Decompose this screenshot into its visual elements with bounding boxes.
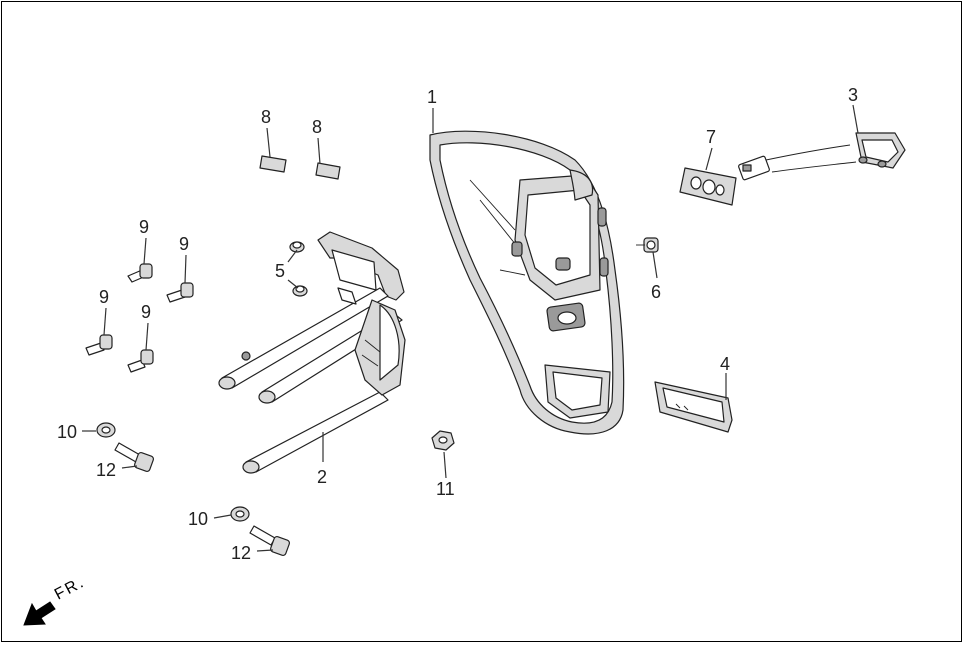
callout-5: 5 (275, 261, 285, 281)
callout-10a: 10 (57, 422, 77, 442)
callout-8a: 8 (261, 107, 271, 127)
callout-6: 6 (651, 282, 661, 302)
bolt-9c (85, 334, 113, 356)
carrier-bracket-part (218, 231, 406, 474)
callout-9d: 9 (141, 302, 151, 322)
callout-12b: 12 (231, 543, 251, 563)
callout-4: 4 (720, 354, 730, 374)
pad-parts (259, 155, 341, 180)
callout-9c: 9 (99, 287, 109, 307)
license-light-part (738, 132, 906, 181)
grommet-bolt-part (636, 237, 659, 253)
washer-parts (96, 422, 250, 522)
callout-11: 11 (436, 479, 455, 499)
callout-labels: 1 2 3 4 5 6 7 8 8 9 9 9 9 10 10 11 12 12 (57, 85, 858, 563)
callout-10b: 10 (188, 509, 208, 529)
callout-9a: 9 (139, 217, 149, 237)
front-direction-indicator: FR. (23, 574, 88, 626)
callout-8b: 8 (312, 117, 322, 137)
light-cover-part (679, 167, 737, 206)
leader-lines (82, 104, 859, 552)
flange-bolt-parts (114, 442, 291, 557)
bolt-9a (127, 263, 153, 283)
rear-fender-part (429, 130, 625, 435)
callout-3: 3 (848, 85, 858, 105)
callout-9b: 9 (179, 234, 189, 254)
reflector-part (654, 381, 733, 433)
bolt-9b (166, 282, 194, 303)
nut-part (431, 430, 455, 451)
callout-7: 7 (706, 127, 716, 147)
front-direction-arrow-icon (23, 601, 56, 626)
front-direction-label: FR. (52, 574, 88, 604)
callout-2: 2 (317, 467, 327, 487)
callout-12a: 12 (96, 460, 116, 480)
rubber-bushing-parts (289, 241, 308, 297)
callout-1: 1 (427, 87, 437, 107)
bolt-9d (127, 349, 154, 373)
bolt-parts-9 (85, 263, 194, 373)
